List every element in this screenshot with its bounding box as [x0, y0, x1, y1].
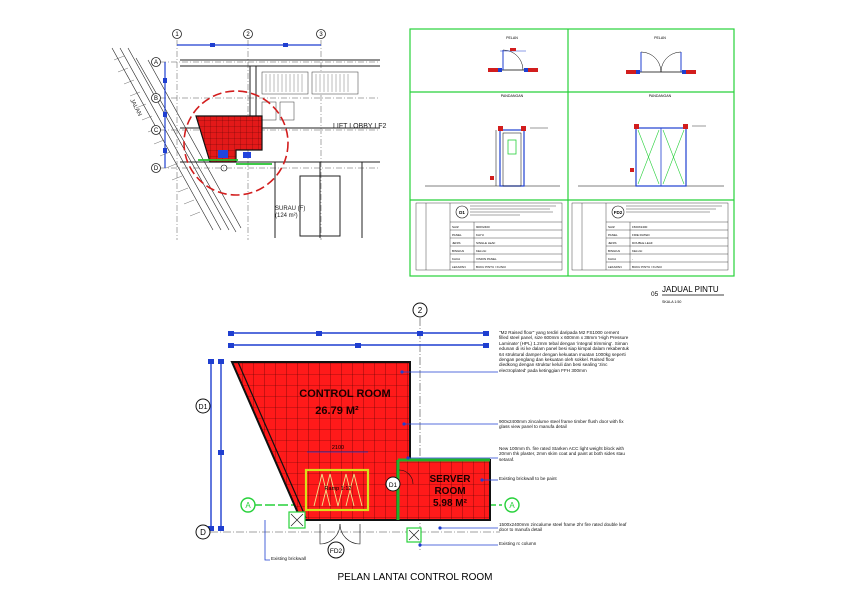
- surau-area: (124 m²): [275, 213, 298, 219]
- lift-lobby-label: LIFT LOBBY LF2: [333, 123, 387, 130]
- note-partition: New 100mm th. fire rated Starken ACC lig…: [499, 446, 625, 462]
- fd2-door: [288, 511, 361, 545]
- road-boundary: [111, 47, 242, 233]
- d1-row-5-v: BUKU PINTU / KUNCI: [476, 265, 506, 269]
- site-grid-a: A: [154, 60, 158, 66]
- site-grid-b: B: [154, 96, 158, 102]
- fd2-row-0-v: 1500X2400: [632, 225, 648, 229]
- fd2-row-3-k: BINGKAI: [608, 249, 620, 253]
- callout-circle: [183, 90, 289, 196]
- server-room-name-2: ROOM: [434, 486, 465, 497]
- new-partition-walls: [396, 458, 490, 520]
- fd2-row-2-v: DOUBLE LEAF: [632, 241, 653, 245]
- fd2-row-4-k: KACA: [608, 257, 616, 261]
- note-d1-door-box: 900x2400mm zincalume steel frame timber …: [499, 419, 624, 430]
- plan-title: PELAN LANTAI CONTROL ROOM: [337, 572, 492, 583]
- plan-grid-d: D: [200, 528, 206, 537]
- fd2-row-1-k: PANEL: [608, 233, 618, 237]
- note-fd2-box: 1500x2400mm zincalume steel frame 2hr fi…: [499, 522, 627, 533]
- server-room-name: SERVER: [430, 474, 472, 485]
- fd2-row-4-v: -: [632, 257, 633, 261]
- note-column-box: Existing rc column: [499, 541, 537, 546]
- door-fd2-tag: FD2: [330, 548, 343, 555]
- note-existing-brickwall-box: Existing brickwall: [271, 556, 306, 561]
- fd2-row-0-k: SAIZ: [608, 225, 615, 229]
- d1-pandangan-label: PANDANGAN: [501, 94, 524, 98]
- server-room-area: 5.98 M²: [433, 498, 468, 509]
- grid-lines: [160, 40, 380, 240]
- jalan-label: JALAN: [128, 98, 142, 117]
- note-existing-brickwall: Existing brickwall: [271, 556, 306, 561]
- site-grid-2: 2: [246, 32, 250, 38]
- note-fd2: 1500x2400mm zincalume steel frame 2hr fi…: [499, 522, 627, 533]
- dim-2100: 2100: [332, 445, 344, 451]
- note-brickwall-paint-box: Existing brickwall to be paint: [499, 476, 557, 481]
- d1-row-3-k: BINGKAI: [452, 249, 464, 253]
- d1-row-0-v: 900X2400: [476, 225, 490, 229]
- site-grid-d: D: [154, 166, 159, 172]
- equipment-block: [218, 150, 228, 158]
- site-grid-1: 1: [175, 32, 179, 38]
- fd2-row-5-k: LEKAPAN: [608, 265, 622, 269]
- surau-label: SURAU (F): [275, 206, 305, 212]
- road-hatch: [113, 55, 201, 217]
- green-partitions: [198, 159, 272, 165]
- d1-row-2-k: JENIS: [452, 241, 461, 245]
- fd2-plan-sketch: [626, 51, 696, 74]
- fd2-row-1-v: FIRE RATED: [632, 233, 650, 237]
- schedule-title: JADUAL PINTU: [662, 285, 719, 294]
- d1-row-0-k: SAIZ: [452, 225, 459, 229]
- d1-plan-sketch: [488, 48, 538, 72]
- note-column: Existing rc column: [499, 541, 537, 546]
- d1-row-4-k: KACA: [452, 257, 460, 261]
- d1-row-1-v: KAYU: [476, 233, 484, 237]
- d1-row-5-k: LEKAPAN: [452, 265, 466, 269]
- d1-row-3-v: KELULI: [476, 249, 487, 253]
- ramp-label: Ramp 1:12: [325, 486, 352, 492]
- control-room-area: 26.79 M²: [315, 405, 359, 417]
- plan-grid-a-right: A: [509, 501, 515, 510]
- door-d1-tag: D1: [389, 482, 398, 489]
- control-room-name: CONTROL ROOM: [299, 388, 390, 400]
- door-schedule: PELAN PELAN PANDANGAN PANDANGAN: [409, 28, 735, 304]
- fd2-pelan-label: PELAN: [654, 36, 666, 40]
- fd2-pandangan-label: PANDANGAN: [649, 94, 672, 98]
- d1-pelan-label: PELAN: [506, 36, 518, 40]
- note-d1-door: 900x2400mm zincalume steel frame timber …: [499, 419, 624, 430]
- schedule-number: 05: [651, 291, 659, 298]
- d1-tag: D1: [459, 210, 465, 215]
- leader-lines: [264, 371, 498, 561]
- fd2-row-3-v: KELULI: [632, 249, 643, 253]
- schedule-scale: SKALA 1:50: [662, 300, 681, 304]
- fd2-elevation-sketch: [578, 124, 724, 187]
- plan-grid-2: 2: [418, 306, 423, 315]
- note-raised-floor-box: "M2 Raised floor" yang terdiri daripada …: [499, 330, 629, 373]
- site-plan: JALAN: [111, 29, 387, 240]
- plan-grid-a-left: A: [245, 501, 251, 510]
- site-grid-3: 3: [319, 32, 323, 38]
- site-grid-c: C: [154, 128, 159, 134]
- d1-spec-table: [415, 202, 563, 271]
- note-brickwall-paint: Existing brickwall to be paint: [499, 476, 557, 481]
- d1-row-2-v: SINGLE LEAF: [476, 241, 496, 245]
- d1-row-4-v: VISION PANEL: [476, 257, 497, 261]
- fd2-row-2-k: JENIS: [608, 241, 617, 245]
- d1-row-1-k: PANEL: [452, 233, 462, 237]
- d1-elevation-sketch: [425, 126, 560, 187]
- fd2-row-5-v: BUKU PINTU / KUNCI: [632, 265, 662, 269]
- control-room-plan: 2 D1 D A: [195, 302, 520, 583]
- plan-grid-d1: D1: [199, 404, 208, 411]
- control-room-patch: [195, 115, 263, 163]
- ramp-outline: [304, 468, 370, 512]
- fd2-spec-table: [571, 202, 729, 271]
- note-raised-floor: "M2 Raised floor" yang terdiri daripada …: [499, 330, 629, 373]
- fd2-tag: FD2: [614, 210, 623, 215]
- note-partition-box: New 100mm th. fire rated Starken ACC lig…: [499, 446, 625, 462]
